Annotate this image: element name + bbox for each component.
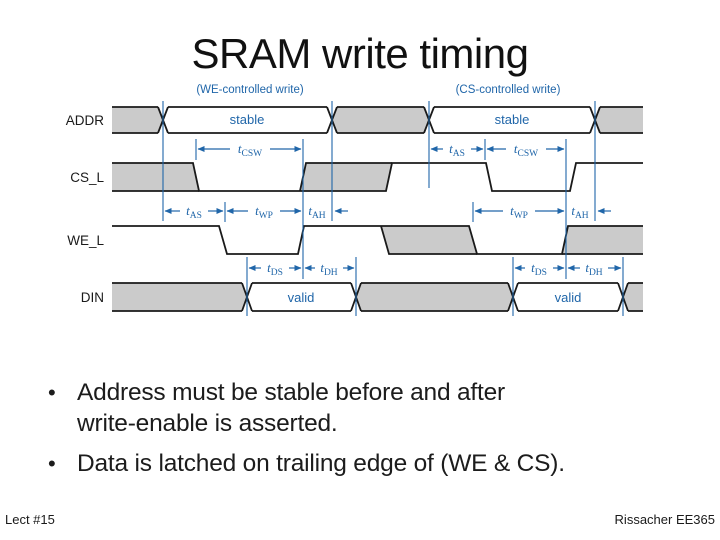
page-title: SRAM write timing (191, 30, 529, 77)
bullet-dot: • (48, 380, 56, 405)
addr-stable-label-cs: stable (495, 112, 530, 127)
timing-label-tas-csrow: tAS (449, 141, 465, 159)
timing-label-tah-cs: tAH (571, 203, 588, 221)
waveform-we (112, 225, 643, 255)
footer-lecture-number: Lect #15 (5, 512, 55, 527)
timing-label-tds-cs: tDS (531, 260, 547, 278)
dimension-arrows (164, 146, 622, 271)
timing-label-tcsw-we: tCSW (238, 141, 262, 159)
footer-author: Rissacher EE365 (614, 512, 715, 527)
addr-stable-label-we: stable (230, 112, 265, 127)
signal-label-addr: ADDR (66, 113, 105, 128)
timing-label-twp-we: tWP (255, 203, 273, 221)
timing-labels: tCSW tAS tCSW tAS tWP tAH tWP tAH tDS tD… (186, 141, 603, 278)
signal-label-cs: CS_L (70, 170, 104, 185)
waveform-addr: stable stable (112, 106, 643, 134)
din-valid-label-we: valid (288, 290, 315, 305)
timing-label-tah-we: tAH (308, 203, 325, 221)
signal-label-we: WE_L (67, 233, 104, 248)
timing-diagram: (WE-controlled write) (CS-controlled wri… (66, 84, 643, 316)
din-valid-label-cs: valid (555, 290, 582, 305)
signal-label-din: DIN (81, 290, 104, 305)
section-label-cs-controlled: (CS-controlled write) (456, 84, 561, 96)
list-item: • Address must be stable before and afte… (36, 377, 697, 439)
waveform-cs (112, 162, 643, 192)
bullet-list: • Address must be stable before and afte… (36, 377, 697, 488)
waveform-din: valid valid (112, 282, 643, 312)
section-label-we-controlled: (WE-controlled write) (196, 84, 304, 96)
timing-label-tdh-we: tDH (320, 260, 337, 278)
guide-lines (162, 101, 624, 316)
timing-label-tcsw-cs: tCSW (514, 141, 538, 159)
bullet-text: Address must be stable before and after … (77, 379, 506, 437)
timing-label-tds-we: tDS (267, 260, 283, 278)
timing-label-tas-we: tAS (186, 203, 202, 221)
bullet-text: Data is latched on trailing edge of (WE … (77, 450, 565, 477)
list-item: • Data is latched on trailing edge of (W… (36, 448, 697, 479)
timing-label-twp-cs: tWP (510, 203, 528, 221)
bullet-dot: • (48, 451, 56, 476)
timing-label-tdh-cs: tDH (585, 260, 602, 278)
